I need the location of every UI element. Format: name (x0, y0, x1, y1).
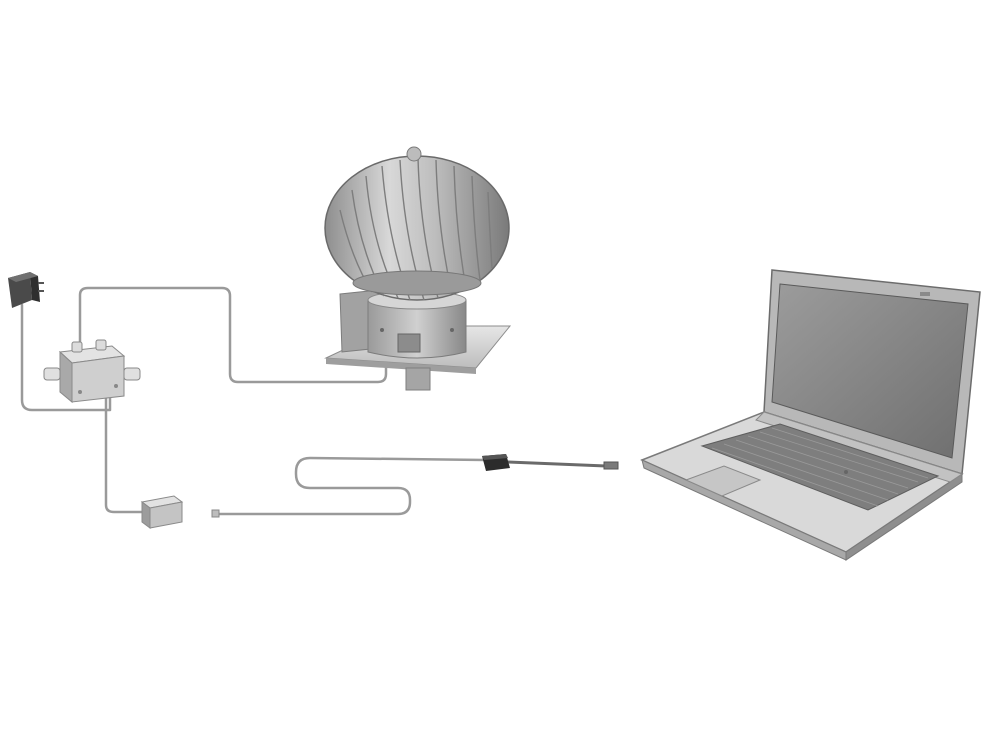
junction-box-icon (43, 339, 141, 404)
cable-junction-to-module (104, 396, 148, 514)
interface-box-icon (140, 495, 220, 529)
cable-power-to-junction (20, 303, 112, 412)
usb-adapter-icon (482, 454, 619, 471)
turbine-ventilator-icon (324, 146, 512, 391)
cable-junction-to-turbine (78, 286, 388, 384)
cable-usb-to-laptop (506, 460, 608, 468)
power-plug-icon (8, 272, 44, 308)
laptop-icon (640, 269, 981, 561)
cable-module-to-usb (213, 456, 487, 516)
cables (20, 286, 608, 516)
